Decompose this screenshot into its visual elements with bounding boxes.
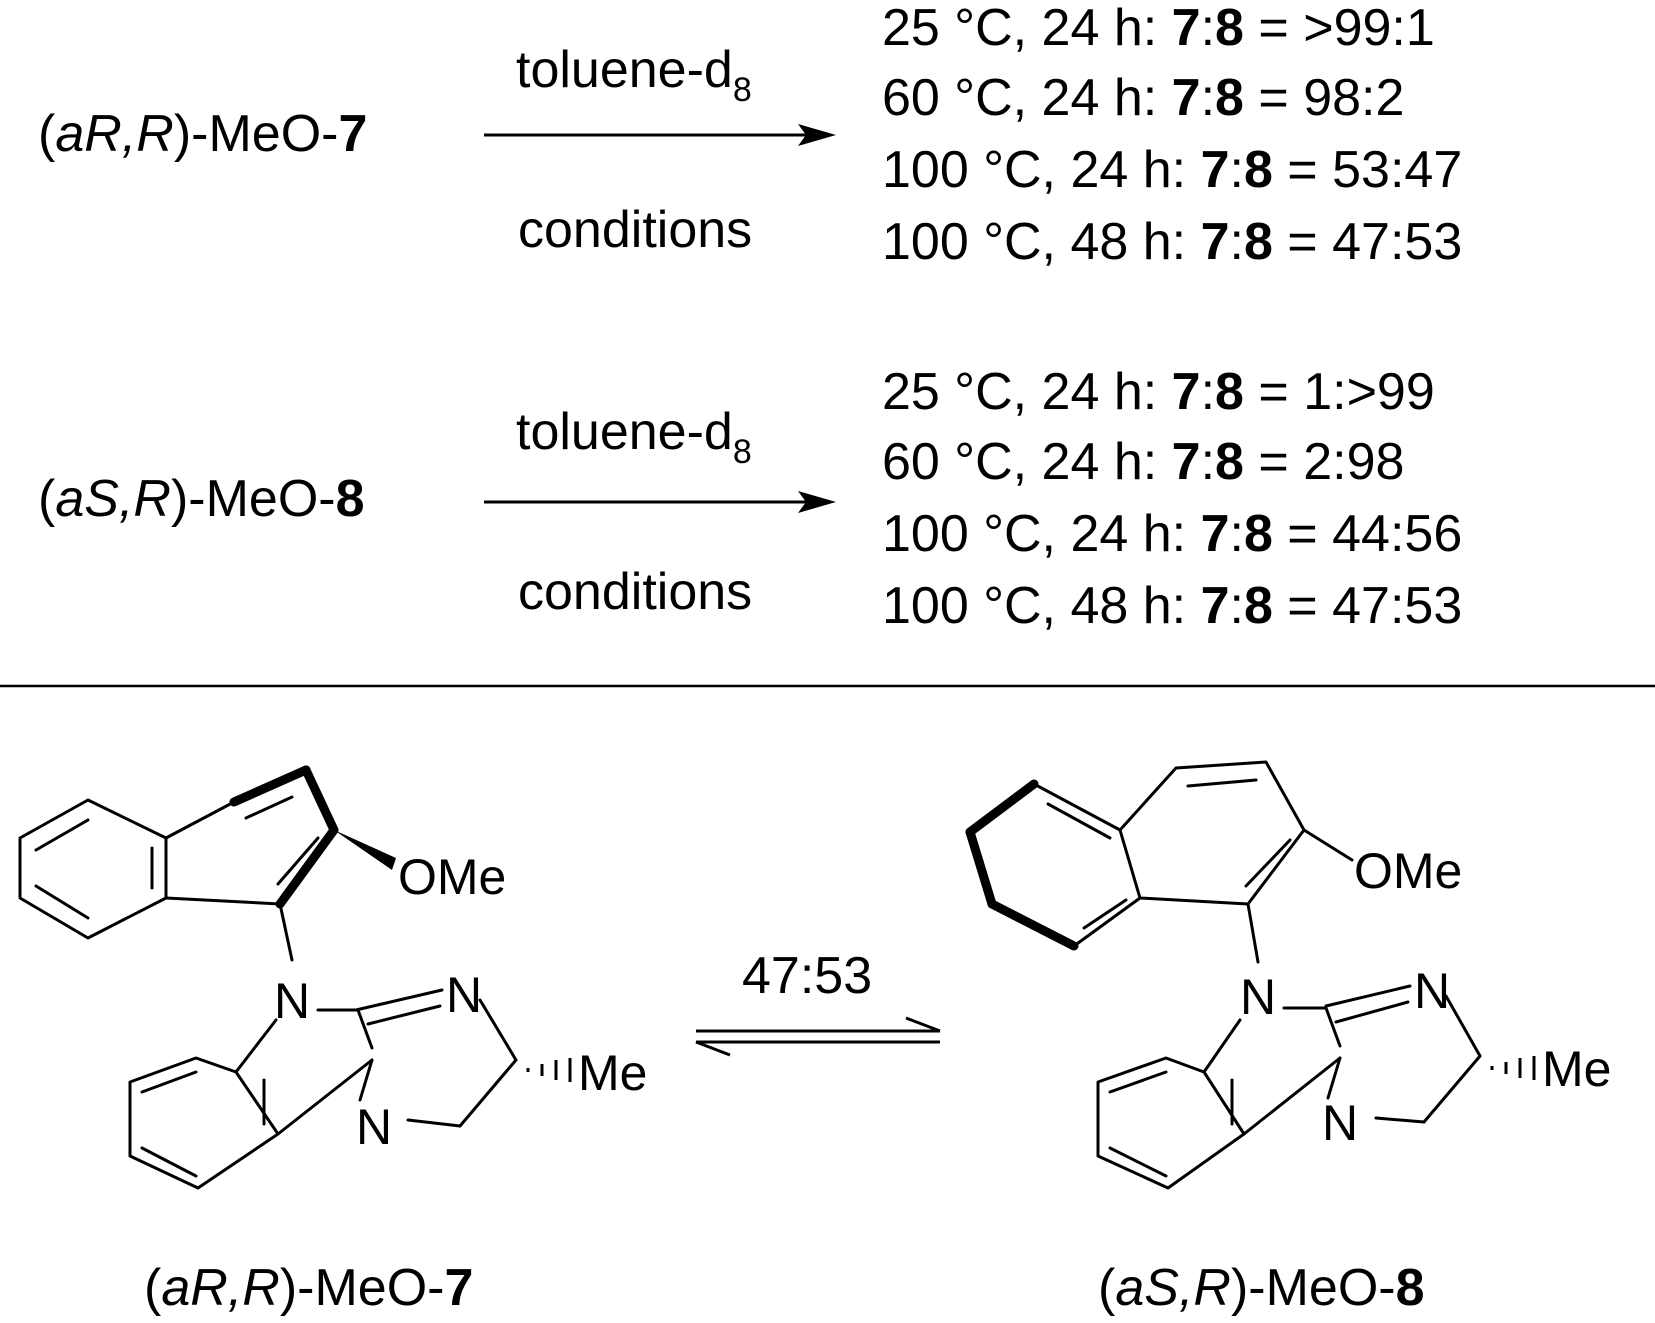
result-line: 25 °C, 24 h: 7:8 = >99:1 [882, 0, 1435, 57]
reactant-label-2: (aS,R)-MeO-8 [38, 470, 365, 528]
solvent-label-2: toluene-d8 [516, 403, 752, 471]
atom-label-ome: OMe [1354, 843, 1463, 899]
atom-label-n: N [356, 1099, 393, 1155]
atom-label-n: N [1414, 963, 1451, 1019]
atom-label-n: N [1240, 969, 1277, 1025]
atom-label-n: N [274, 973, 311, 1029]
condition-label-1: conditions [518, 201, 753, 259]
result-line: 100 °C, 48 h: 7:8 = 47:53 [882, 213, 1463, 271]
wedge-bond [334, 830, 396, 870]
result-line: 100 °C, 24 h: 7:8 = 53:47 [882, 141, 1463, 199]
solvent-label-1: toluene-d8 [516, 41, 752, 109]
result-line: 60 °C, 24 h: 7:8 = 98:2 [882, 69, 1405, 127]
equilibrium-ratio: 47:53 [742, 947, 873, 1005]
compound-label-8: (aS,R)-MeO-8 [1098, 1259, 1425, 1317]
atom-label-n: N [446, 967, 483, 1023]
hashed-bond [526, 1058, 572, 1082]
structure-7 [18, 765, 518, 1190]
result-line: 60 °C, 24 h: 7:8 = 2:98 [882, 433, 1405, 491]
result-line: 100 °C, 48 h: 7:8 = 47:53 [882, 577, 1463, 635]
atom-label-me: Me [1542, 1041, 1612, 1097]
hashed-bond [1490, 1056, 1536, 1080]
atom-label-me: Me [578, 1045, 648, 1101]
result-line: 100 °C, 24 h: 7:8 = 44:56 [882, 505, 1463, 563]
atom-label-ome: OMe [398, 849, 507, 905]
compound-label-7: (aR,R)-MeO-7 [144, 1259, 474, 1317]
reactant-label-1: (aR,R)-MeO-7 [38, 105, 368, 163]
reaction-arrow-1 [484, 124, 836, 146]
structure-8 [965, 760, 1482, 1190]
result-line: 25 °C, 24 h: 7:8 = 1:>99 [882, 363, 1435, 421]
equilibrium-arrows [695, 1016, 941, 1057]
condition-label-2: conditions [518, 563, 753, 621]
reaction-arrow-2 [484, 491, 836, 513]
atom-label-n: N [1322, 1095, 1359, 1151]
